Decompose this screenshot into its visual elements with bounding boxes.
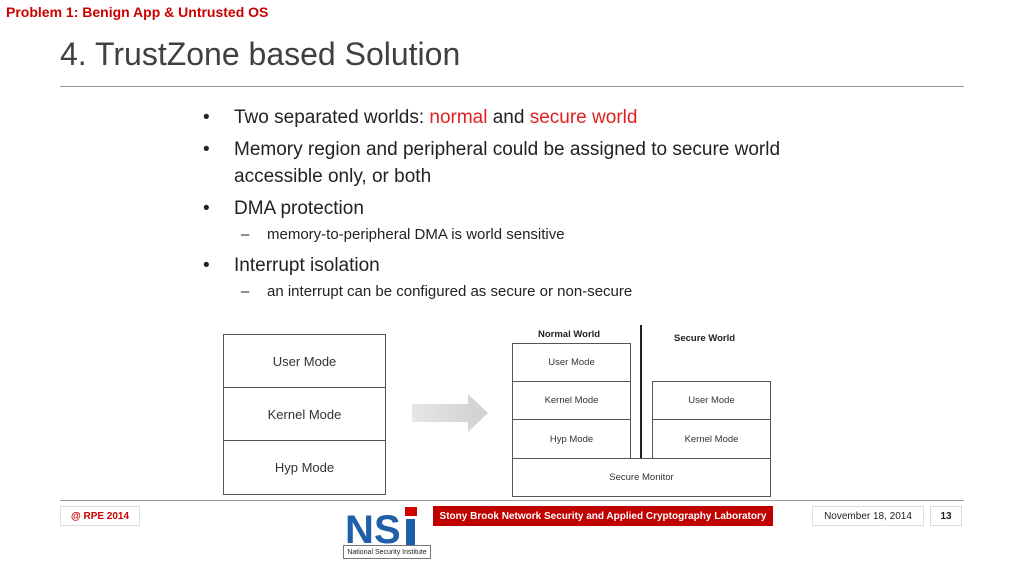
bullet-dot: • bbox=[203, 255, 210, 276]
bullet-worlds: • Two separated worlds: normal and secur… bbox=[203, 104, 803, 131]
secure-user-mode-box: User Mode bbox=[652, 381, 771, 420]
world-divider bbox=[640, 325, 642, 458]
left-kernel-mode-box: Kernel Mode bbox=[223, 387, 386, 441]
sub-bullet-interrupt-text: an interrupt can be configured as secure… bbox=[267, 283, 633, 300]
normal-user-mode-box: User Mode bbox=[512, 343, 631, 382]
secure-world-text: secure world bbox=[529, 107, 638, 128]
bullet-worlds-prefix: Two separated worlds: bbox=[234, 107, 430, 128]
bullet-memory: • Memory region and peripheral could be … bbox=[203, 136, 803, 190]
bottom-divider bbox=[60, 500, 964, 501]
normal-world-label: Normal World bbox=[538, 329, 601, 340]
secure-kernel-mode-box: Kernel Mode bbox=[652, 419, 771, 459]
slide-title: 4. TrustZone based Solution bbox=[60, 36, 461, 72]
bullet-worlds-and: and bbox=[487, 107, 530, 128]
normal-kernel-mode-box: Kernel Mode bbox=[512, 381, 631, 420]
top-divider bbox=[60, 86, 964, 87]
bullet-dot: • bbox=[203, 107, 210, 128]
secure-world-label: Secure World bbox=[674, 333, 736, 344]
bullet-interrupt: • Interrupt isolation bbox=[203, 252, 803, 279]
left-hyp-mode-box: Hyp Mode bbox=[223, 440, 386, 495]
svg-text:S: S bbox=[374, 508, 401, 552]
bullet-dot: • bbox=[203, 198, 210, 219]
bullet-dot: • bbox=[203, 139, 210, 160]
sub-dash: – bbox=[241, 226, 250, 243]
svg-text:N: N bbox=[345, 508, 374, 552]
transition-arrow-icon bbox=[412, 394, 488, 432]
bullet-interrupt-text: Interrupt isolation bbox=[234, 255, 380, 276]
date-label: November 18, 2014 bbox=[812, 506, 924, 526]
page-number: 13 bbox=[930, 506, 962, 526]
bullet-dma: • DMA protection bbox=[203, 195, 803, 222]
problem-heading: Problem 1: Benign App & Untrusted OS bbox=[6, 4, 269, 20]
sub-bullet-interrupt: – an interrupt can be configured as secu… bbox=[203, 282, 803, 302]
sub-dash: – bbox=[241, 283, 250, 300]
normal-hyp-mode-box: Hyp Mode bbox=[512, 419, 631, 459]
sub-bullet-dma-text: memory-to-peripheral DMA is world sensit… bbox=[267, 226, 565, 243]
left-user-mode-box: User Mode bbox=[223, 334, 386, 388]
nsi-logo-icon: N S bbox=[345, 507, 417, 552]
secure-monitor-box: Secure Monitor bbox=[512, 458, 771, 497]
normal-world-text: normal bbox=[429, 107, 488, 128]
bullet-memory-text: Memory region and peripheral could be as… bbox=[234, 139, 781, 187]
copyright-label: @ RPE 2014 bbox=[60, 506, 140, 526]
sub-bullet-dma: – memory-to-peripheral DMA is world sens… bbox=[203, 225, 803, 245]
bullet-list: • Two separated worlds: normal and secur… bbox=[203, 104, 803, 309]
lab-banner: Stony Brook Network Security and Applied… bbox=[433, 506, 773, 526]
bullet-dma-text: DMA protection bbox=[234, 198, 364, 219]
logo-caption: National Security Institute bbox=[343, 545, 431, 559]
